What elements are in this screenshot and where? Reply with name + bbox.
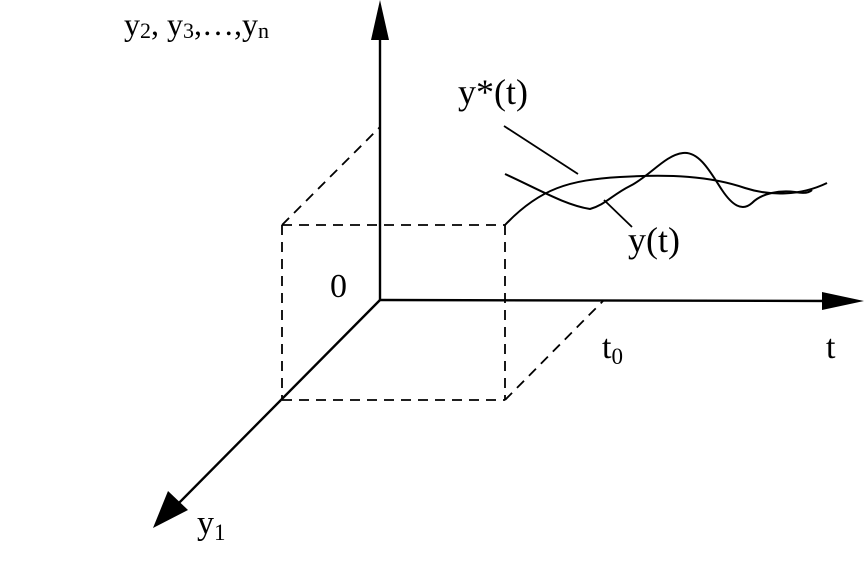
vertical-axis-arrowhead <box>371 0 389 40</box>
y-label: y(t) <box>628 220 680 260</box>
t-axis <box>379 298 841 303</box>
y1-label: y1 <box>197 505 226 545</box>
origin-label: 0 <box>330 268 347 305</box>
dashed-projection-box <box>281 126 604 401</box>
y-star-leader-line <box>503 125 579 175</box>
y-curve <box>504 151 813 211</box>
y1-axis-arrowhead <box>153 491 188 528</box>
vertical-axis-label: y2, y3,…,yn <box>124 6 269 43</box>
y-leader-line <box>603 199 633 228</box>
y-star-label: y*(t) <box>458 72 528 112</box>
t-axis-arrowhead <box>822 292 864 310</box>
y1-axis <box>171 299 381 511</box>
t-axis-label: t <box>826 329 836 366</box>
y-star-curve <box>504 174 828 226</box>
t0-label: t0 <box>602 329 623 369</box>
